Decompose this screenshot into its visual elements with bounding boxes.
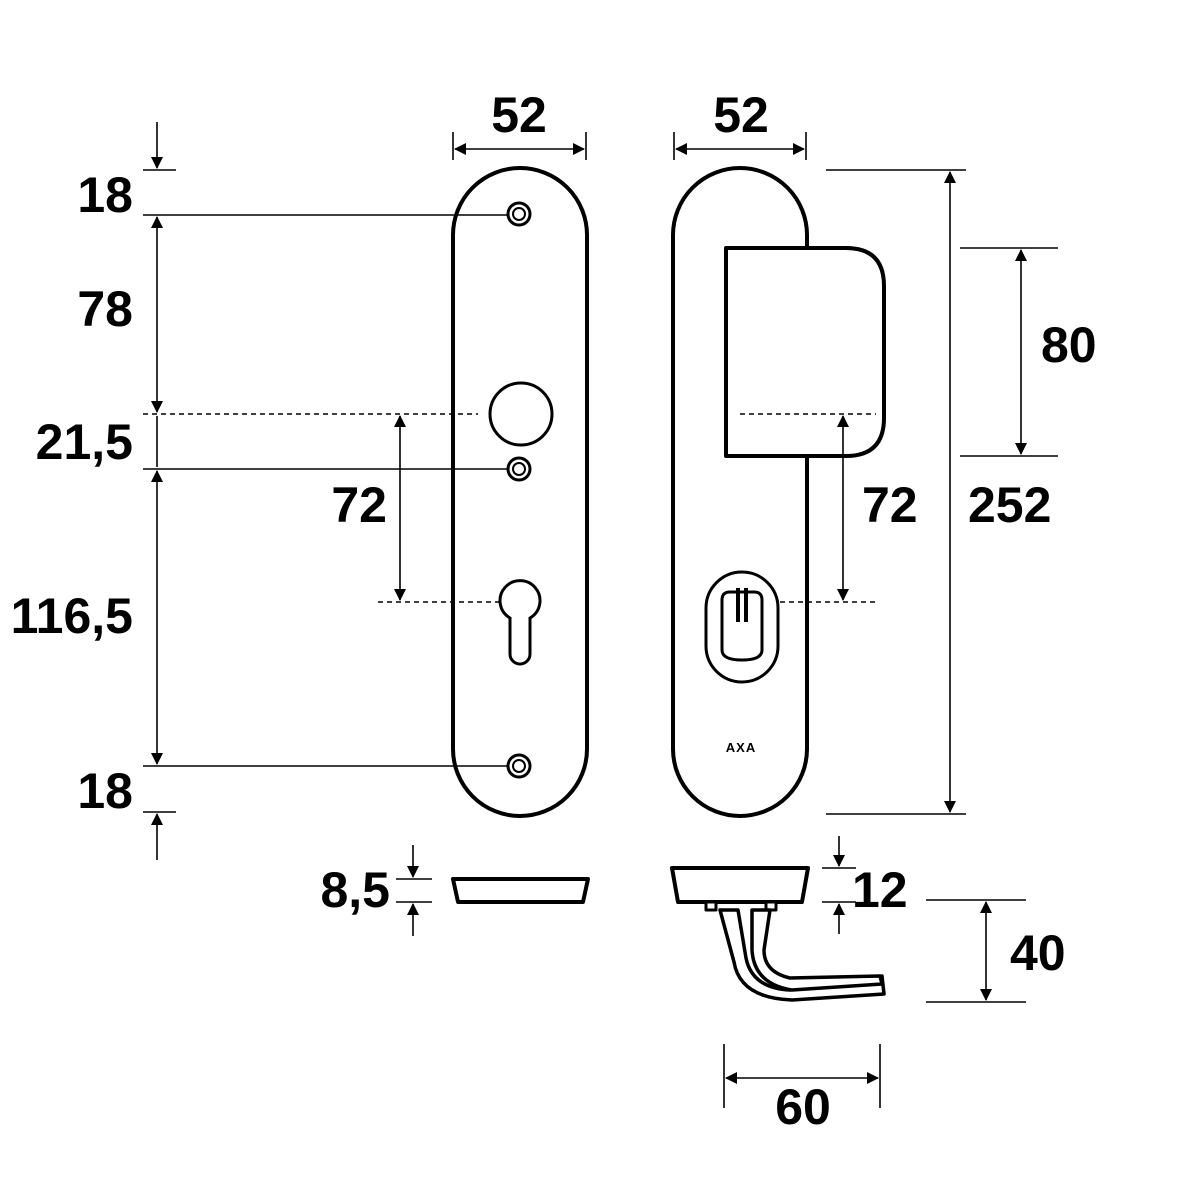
cylinder-keyhole-icon <box>498 579 542 666</box>
left-thickness-label: 8,5 <box>320 862 390 918</box>
left-thickness-dimension: 8,5 <box>320 845 432 936</box>
brand-logo-text: AXA <box>726 740 756 755</box>
left-plate-outline <box>451 166 589 818</box>
handle-projection-dimension: 40 <box>926 899 1066 1003</box>
left-width-dimension: 52 <box>452 87 587 160</box>
left-center-distance-dimension: 72 <box>331 415 500 603</box>
handle-to-spindle-label: 78 <box>77 281 133 337</box>
left-center-distance-label: 72 <box>331 477 387 533</box>
overall-height-label: 252 <box>968 477 1051 533</box>
handle-spindle-hole <box>488 381 554 447</box>
right-plate-side-profile <box>670 866 810 904</box>
right-thickness-label: 12 <box>852 862 908 918</box>
handle-length-label: 60 <box>775 1079 831 1135</box>
screw-span-label: 116,5 <box>11 588 133 644</box>
top-margin-label: 18 <box>77 167 133 223</box>
handle-projection-label: 40 <box>1010 925 1066 981</box>
left-width-label: 52 <box>491 87 547 143</box>
cover-height-dimension: 80 <box>960 247 1097 457</box>
left-door-plate <box>451 166 589 818</box>
middle-screw-icon <box>506 456 532 482</box>
right-center-distance-dimension: 72 <box>740 413 918 603</box>
bottom-margin-label: 18 <box>77 763 133 819</box>
right-width-dimension: 52 <box>673 87 807 160</box>
spindle-to-screw-label: 21,5 <box>36 414 133 470</box>
left-vertical-chain: 18 78 21,5 116,5 18 <box>11 122 508 860</box>
top-screw-icon <box>506 201 532 227</box>
overall-height-dimension: 252 <box>826 169 1051 815</box>
bottom-screw-icon <box>506 753 532 779</box>
handle-length-dimension: 60 <box>723 1044 881 1135</box>
handle-cover-block <box>724 246 886 458</box>
right-thickness-dimension: 12 <box>822 836 908 934</box>
handle-side-profile <box>670 866 886 1002</box>
right-width-label: 52 <box>713 87 769 143</box>
left-plate-side-profile <box>451 877 590 904</box>
cylinder-guard-icon <box>704 570 780 684</box>
right-security-plate: AXA <box>671 166 886 818</box>
cover-height-label: 80 <box>1041 317 1097 373</box>
right-center-distance-label: 72 <box>862 477 918 533</box>
